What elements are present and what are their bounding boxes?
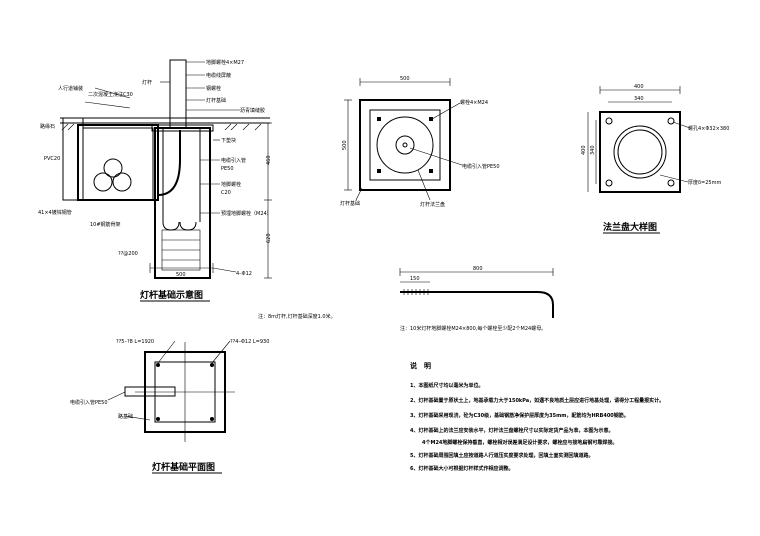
label-bolt-m24: 预埋地脚螺栓（M24） (221, 210, 272, 217)
top-dim-height: 500 (342, 140, 348, 150)
flange-dim-inner: 340 (634, 96, 644, 102)
top-label-flange: 灯杆法兰盘 (420, 201, 445, 208)
flange-label-thick: 厚度δ=25mm (688, 179, 721, 186)
label-conduit: 电缆引入管 (221, 157, 246, 164)
label-pe-pipe: 41×4镀锌钢管 (38, 209, 72, 216)
bolt-dim-total: 800 (473, 266, 483, 272)
section-title: 灯杆基础示意图 (140, 289, 203, 301)
note-item-2: 2、灯杆基础置于原状土上，地基承载力大于150kPa，如遇不良地质土层应进行地基… (410, 397, 664, 404)
note-item-1: 1、本图纸尺寸均以毫米为单位。 (410, 382, 483, 389)
label-nut-pad: 灯杆基础 (206, 97, 226, 104)
flange-title: 法兰盘大样图 (603, 221, 657, 233)
plan-rebar1: ??5–?8 L=1920 (116, 339, 154, 345)
section-dim-width: 500 (176, 272, 186, 278)
label-pipe: PE50 (221, 166, 234, 172)
flange-detail: 400 340 400 340 螺孔4×Φ32×380 厚度δ=25mm 法兰盘… (581, 84, 729, 234)
flange-dim-h-inner: 340 (590, 145, 596, 155)
label-base-plate: 下垫块 (221, 137, 236, 144)
label-light-pole: 灯杆 (142, 79, 152, 86)
plan-view: ??5–?8 L=1920 ??4–Φ12 L=930 电缆引入管PE50 路基… (70, 339, 269, 474)
label-gravel: C20 (221, 190, 231, 196)
note-item-3: 3、灯杆基础采用现浇，砼为C30级，基础钢筋净保护层厚度为35mm，配筋均为HR… (410, 412, 629, 419)
flange-dim-h-outer: 400 (581, 145, 587, 155)
notes-heading: 说 明 (410, 361, 431, 370)
notes: 说 明 1、本图纸尺寸均以毫米为单位。 2、灯杆基础置于原状土上，地基承载力大于… (410, 361, 664, 472)
note-item-4: 4、灯杆基础上的法兰应安装水平，灯杆法兰盘螺栓尺寸以实际定货产品为准，本图为示意… (410, 427, 613, 434)
top-label-base: 灯杆基础 (340, 200, 360, 207)
flange-dim-outer: 400 (634, 84, 644, 90)
label-concrete-base: 地脚螺栓 (221, 181, 241, 188)
label-concrete-2nd: 二次混凝土浇注C30 (88, 91, 133, 98)
top-label-conduit: 电缆引入管PE50 (462, 163, 500, 170)
section-dim-h2: 620 (266, 233, 272, 243)
top-view: 500 500 螺栓4×M24 电缆引入管PE50 灯杆基础 灯杆法兰盘 (340, 76, 500, 208)
note-item-4b: 4个M24地脚螺栓保持垂直，螺栓相对误差满足设计要求，螺栓应与接地扁钢可靠焊接。 (422, 439, 617, 446)
bolt-dim-thread: 150 (410, 276, 420, 282)
label-pvc-box: PVC20 (44, 156, 60, 162)
label-bolt-nut: 钢螺栓 (206, 85, 221, 92)
top-label-bolt: 螺栓4×M24 (460, 99, 488, 106)
label-rebar-count: 4–Φ12 (236, 271, 252, 277)
plan-label-conduit: 电缆引入管PE50 (70, 399, 108, 406)
flange-label-hole: 螺孔4×Φ32×380 (688, 125, 729, 132)
top-dim-width: 500 (400, 76, 410, 82)
plan-label-base: 路基础 (118, 413, 133, 420)
label-curb: 路缘石 (40, 123, 55, 130)
note-item-6: 6、灯杆基础大小可根据灯杆样式作相应调整。 (410, 465, 513, 472)
label-rebar: 10#钢筋骨架 (90, 221, 121, 228)
plan-rebar2: ??4–Φ12 L=930 (230, 339, 269, 345)
section-dim-h1: 460 (266, 155, 272, 165)
label-spacing: ??@200 (118, 251, 138, 257)
label-walkway-tile: 人行道铺装 (58, 85, 83, 92)
plan-title: 灯杆基础平面图 (152, 461, 215, 473)
bolt-detail: 800 150 注：10米灯杆地脚螺栓M24×800,每个螺栓至少配2个M24螺… (399, 266, 554, 332)
bolt-note: 注：10米灯杆地脚螺栓M24×800,每个螺栓至少配2个M24螺母。 (400, 325, 546, 332)
label-anchor-bolt: 地脚螺栓4×M27 (206, 59, 244, 66)
label-water-seal: 沥青填缝胶 (240, 107, 265, 114)
section-note: 注：8m灯杆,灯杆基础深度1.0米。 (258, 313, 336, 320)
label-cable-box: 电缆线屏蔽 (206, 72, 231, 79)
foundation-section: 500 460 620 灯杆 地脚螺栓4×M27 电缆线屏蔽 钢螺栓 (38, 59, 336, 320)
note-item-5: 5、灯杆基础周围回填土应按道路人行道压实度要求处理，回填土面实测回填道路。 (410, 452, 593, 459)
